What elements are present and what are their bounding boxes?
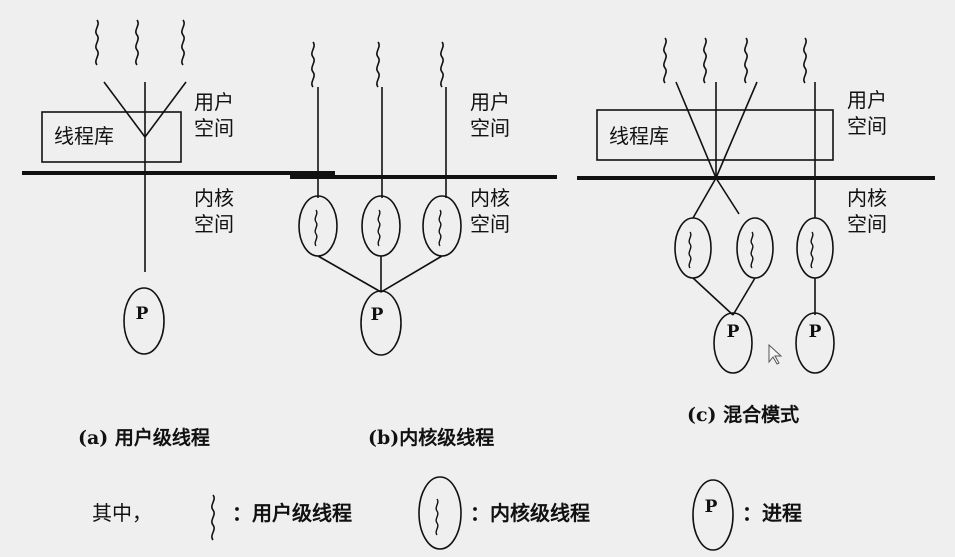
user-thread-icon — [744, 37, 748, 84]
user-thread-icon — [211, 494, 215, 541]
process-node — [713, 312, 753, 374]
process-label: P — [136, 304, 149, 324]
kernel-space-label-line2: 空间 — [470, 212, 510, 236]
user-thread-icon — [311, 41, 315, 88]
user-space-label-line1: 用户 — [847, 88, 887, 112]
panel-b — [290, 41, 557, 356]
thread-library-label: 线程库 — [54, 124, 114, 148]
process-label: P — [727, 322, 740, 342]
user-space-label-line1: 用户 — [470, 90, 510, 114]
user-thread-icon — [703, 37, 707, 84]
kernel-space-label-line1: 内核 — [470, 186, 510, 210]
process-node — [123, 287, 165, 355]
user-thread-icon — [803, 37, 807, 84]
user-thread-icon — [181, 19, 185, 66]
thread-library-box — [596, 109, 834, 161]
caption-a: (a) 用户级线程 — [78, 427, 210, 449]
legend-process-text: ：进程 — [742, 501, 802, 525]
process-node — [360, 290, 402, 356]
user-space-label-line2: 空间 — [847, 114, 887, 138]
process-icon — [692, 479, 734, 551]
mouse-cursor-icon — [768, 343, 783, 365]
legend-kernel-thread-text: ：内核级线程 — [470, 501, 590, 525]
user-space-label-line2: 空间 — [470, 116, 510, 140]
kernel-thread-node — [422, 195, 462, 257]
legend-process-label: P — [705, 497, 718, 517]
kernel-thread-node — [298, 195, 338, 257]
user-space-label-line2: 空间 — [194, 116, 234, 140]
caption-b: (b)内核级线程 — [368, 427, 495, 449]
caption-c: (c) 混合模式 — [687, 404, 800, 426]
kernel-thread-node — [796, 217, 834, 279]
user-thread-icon — [95, 19, 99, 66]
legend-prefix: 其中， — [92, 501, 152, 525]
process-label: P — [809, 322, 822, 342]
panel-a — [22, 19, 335, 355]
kernel-thread-node — [736, 217, 774, 279]
user-thread-icon — [663, 37, 667, 84]
kernel-thread-node — [674, 217, 712, 279]
legend-symbols — [211, 476, 734, 551]
user-space-label-line1: 用户 — [194, 90, 234, 114]
kernel-space-label-line1: 内核 — [194, 186, 234, 210]
thread-library-box — [41, 111, 182, 163]
kernel-thread-icon — [418, 476, 462, 550]
kernel-space-label-line2: 空间 — [194, 212, 234, 236]
legend-user-thread-text: ：用户级线程 — [232, 501, 352, 525]
user-thread-icon — [440, 41, 444, 88]
kernel-space-label-line2: 空间 — [847, 212, 887, 236]
user-thread-icon — [376, 41, 380, 88]
process-label: P — [371, 305, 384, 325]
kernel-thread-node — [361, 195, 401, 257]
process-node — [795, 312, 835, 374]
kernel-space-label-line1: 内核 — [847, 186, 887, 210]
user-thread-icon — [135, 19, 139, 66]
thread-library-label: 线程库 — [609, 124, 669, 148]
panel-c — [577, 37, 935, 374]
